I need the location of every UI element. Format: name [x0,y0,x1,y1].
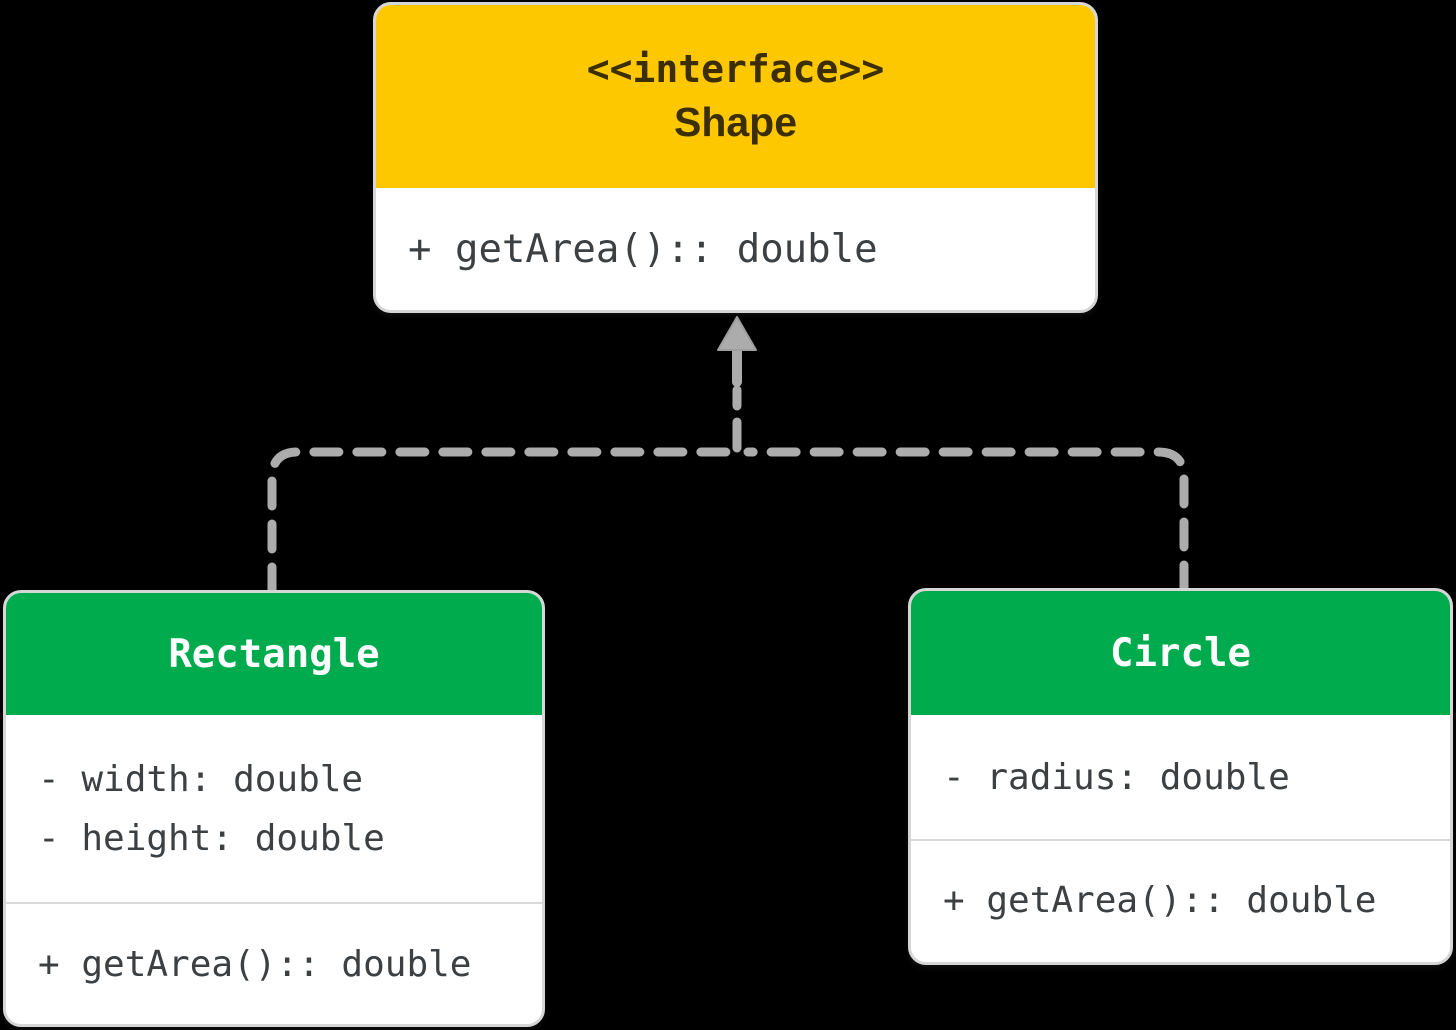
methods-section: + getArea():: double [6,902,542,1024]
attribute-label: - radius: double [943,756,1290,798]
class-header: Rectangle [6,593,542,715]
method-label: + getArea():: double [943,880,1377,921]
class-box-rectangle: Rectangle - width: double - height: doub… [3,590,545,1027]
attributes-section: - width: double - height: double [6,715,542,902]
method-label: + getArea():: double [408,226,878,272]
methods-section: + getArea():: double [911,839,1450,960]
attribute-label: - height: double [38,817,385,859]
class-header: Circle [911,591,1450,715]
class-name: Circle [1110,630,1251,676]
interface-box-shape: <<interface>> Shape + getArea():: double [373,2,1098,313]
dashed-line-rectangle [267,447,731,597]
interface-name: Shape [673,99,798,145]
class-name: Rectangle [168,631,380,677]
realization-arrowhead-icon [717,316,757,351]
attributes-section: - radius: double [911,715,1450,839]
interface-methods-section: + getArea():: double [376,188,1095,310]
dashed-line-circle [743,447,1189,595]
interface-header: <<interface>> Shape [376,5,1095,188]
class-box-circle: Circle - radius: double + getArea():: do… [908,588,1453,965]
method-label: + getArea():: double [38,943,472,985]
interface-stereotype-label: <<interface>> [586,47,885,91]
attribute-label: - width: double [38,758,364,800]
